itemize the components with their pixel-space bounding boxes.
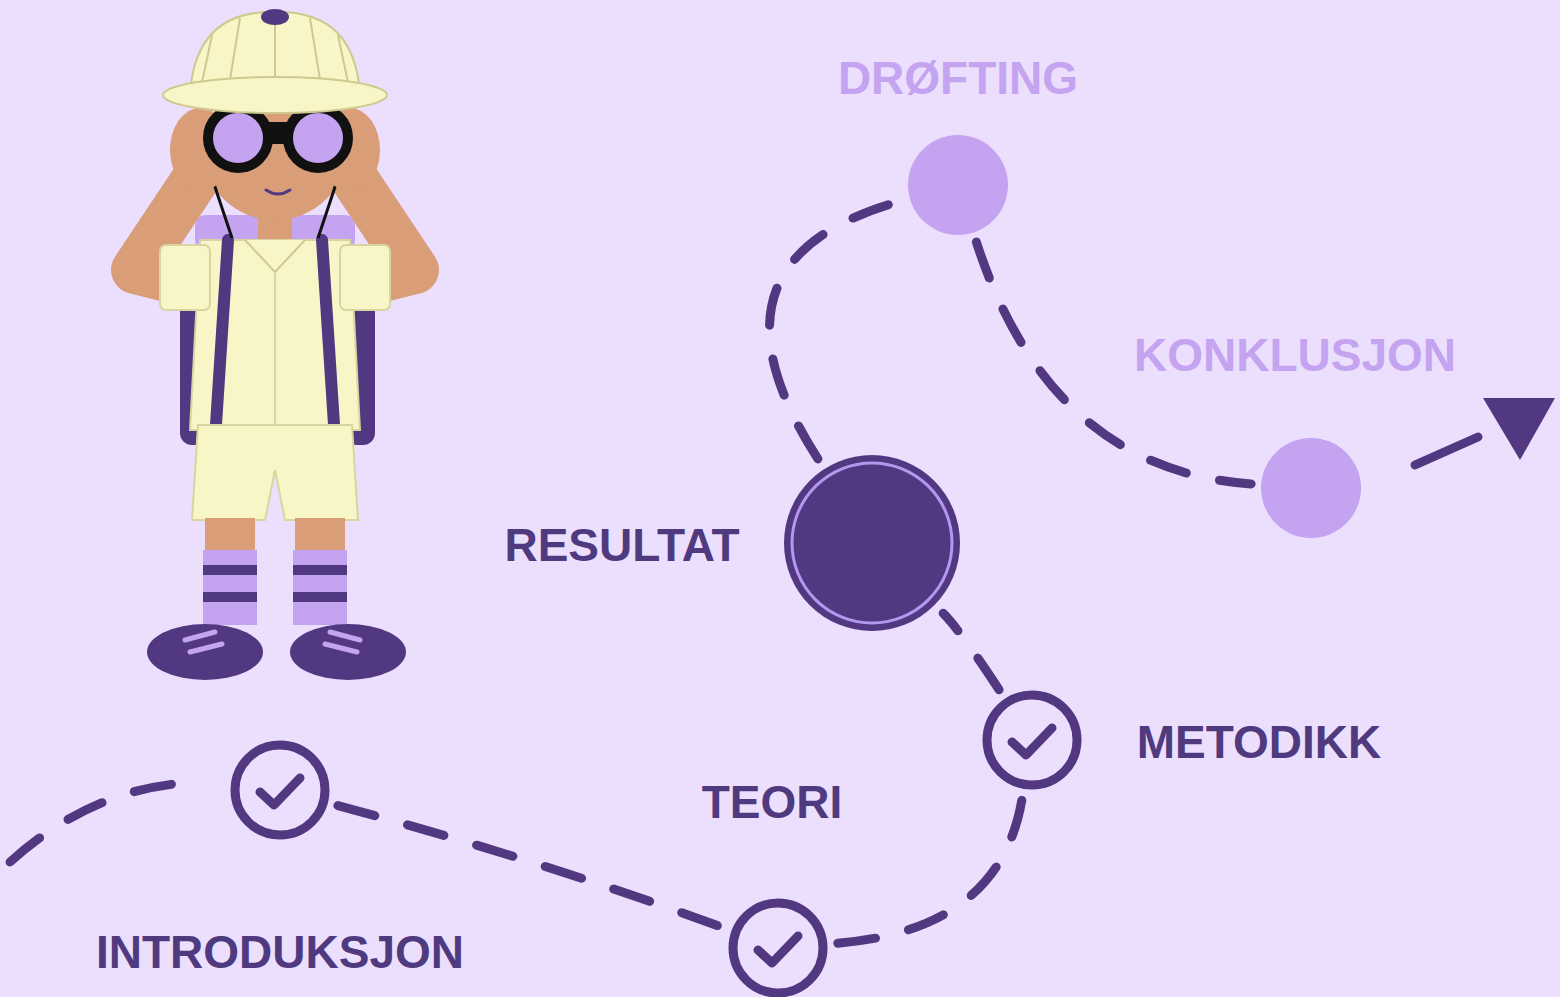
sock-stripe bbox=[203, 592, 257, 602]
milestone-label: RESULTAT bbox=[504, 522, 739, 568]
milestone-node: DRØFTING bbox=[908, 135, 1008, 235]
shoe bbox=[147, 624, 263, 680]
milestone-circle bbox=[230, 740, 330, 840]
milestone-label: TEORI bbox=[702, 779, 843, 825]
circle-fill bbox=[1261, 438, 1361, 538]
explorer-illustration bbox=[135, 9, 415, 680]
sock-stripe bbox=[293, 592, 347, 602]
milestone-circle bbox=[908, 135, 1008, 235]
binocular-lens bbox=[288, 108, 348, 168]
milestone-label: METODIKK bbox=[1137, 719, 1382, 765]
sock-stripe bbox=[293, 565, 347, 575]
sock-stripe bbox=[203, 565, 257, 575]
circle-outline bbox=[235, 745, 325, 835]
shirt-seam bbox=[274, 272, 276, 425]
check-mark bbox=[758, 936, 798, 963]
lead-in-path bbox=[10, 783, 185, 862]
check-mark bbox=[260, 778, 300, 805]
check-mark bbox=[1012, 728, 1052, 755]
milestone-node: RESULTAT bbox=[782, 453, 962, 633]
backpack-strap bbox=[322, 240, 335, 440]
shoe bbox=[290, 624, 406, 680]
milestone-circle bbox=[982, 690, 1082, 790]
dashed-path bbox=[838, 799, 1022, 943]
milestone-node: KONKLUSJON bbox=[1261, 438, 1361, 538]
milestone-label: INTRODUKSJON bbox=[96, 929, 464, 975]
milestone-label: DRØFTING bbox=[838, 55, 1078, 101]
sleeve bbox=[340, 245, 390, 310]
sock bbox=[293, 550, 347, 625]
dashed-path bbox=[943, 613, 999, 690]
backpack-strap bbox=[215, 240, 228, 440]
lead-out-path bbox=[1415, 437, 1478, 465]
hat-brim bbox=[163, 77, 387, 113]
binocular-strap bbox=[212, 178, 338, 238]
milestone-node: TEORI bbox=[728, 898, 828, 997]
mouth bbox=[266, 190, 290, 194]
circle-fill bbox=[784, 455, 960, 631]
sleeve bbox=[160, 245, 210, 310]
milestone-node: INTRODUKSJON bbox=[230, 740, 330, 840]
shoe-lace bbox=[325, 632, 360, 652]
milestone-node: METODIKK bbox=[982, 690, 1082, 790]
milestone-circle bbox=[782, 453, 962, 633]
circle-outline bbox=[987, 695, 1077, 785]
dashed-path bbox=[770, 201, 901, 459]
dashed-path bbox=[338, 806, 722, 928]
circle-fill bbox=[908, 135, 1008, 235]
milestone-circle bbox=[728, 898, 828, 997]
circle-outline bbox=[733, 903, 823, 993]
milestone-label: KONKLUSJON bbox=[1134, 332, 1456, 378]
collar bbox=[245, 240, 305, 272]
milestone-circle bbox=[1261, 438, 1361, 538]
circle-ring bbox=[792, 463, 952, 623]
sock bbox=[203, 550, 257, 625]
binocular-lens bbox=[208, 108, 268, 168]
hat-button bbox=[261, 9, 289, 25]
shoe-lace bbox=[185, 632, 222, 652]
end-arrowhead bbox=[1483, 398, 1555, 460]
shorts bbox=[192, 425, 358, 520]
